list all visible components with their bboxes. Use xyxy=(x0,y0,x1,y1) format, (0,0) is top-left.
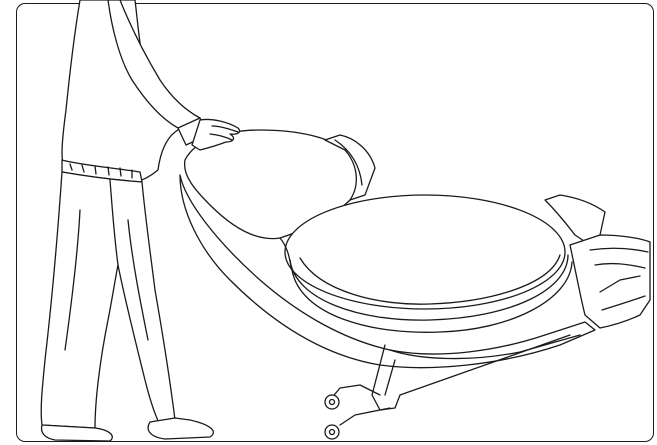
caster-wheel-front xyxy=(325,395,339,409)
person-shoe-back xyxy=(42,425,113,441)
caster-arm-rear xyxy=(340,408,390,425)
chair-legrest-body xyxy=(570,235,650,328)
person-shoe-front xyxy=(148,418,213,439)
chair-seat-cushion xyxy=(285,195,565,309)
person xyxy=(41,0,239,441)
caster-wheel-rear xyxy=(325,425,339,439)
person-trousers xyxy=(41,172,175,428)
massage-chair xyxy=(180,130,650,439)
